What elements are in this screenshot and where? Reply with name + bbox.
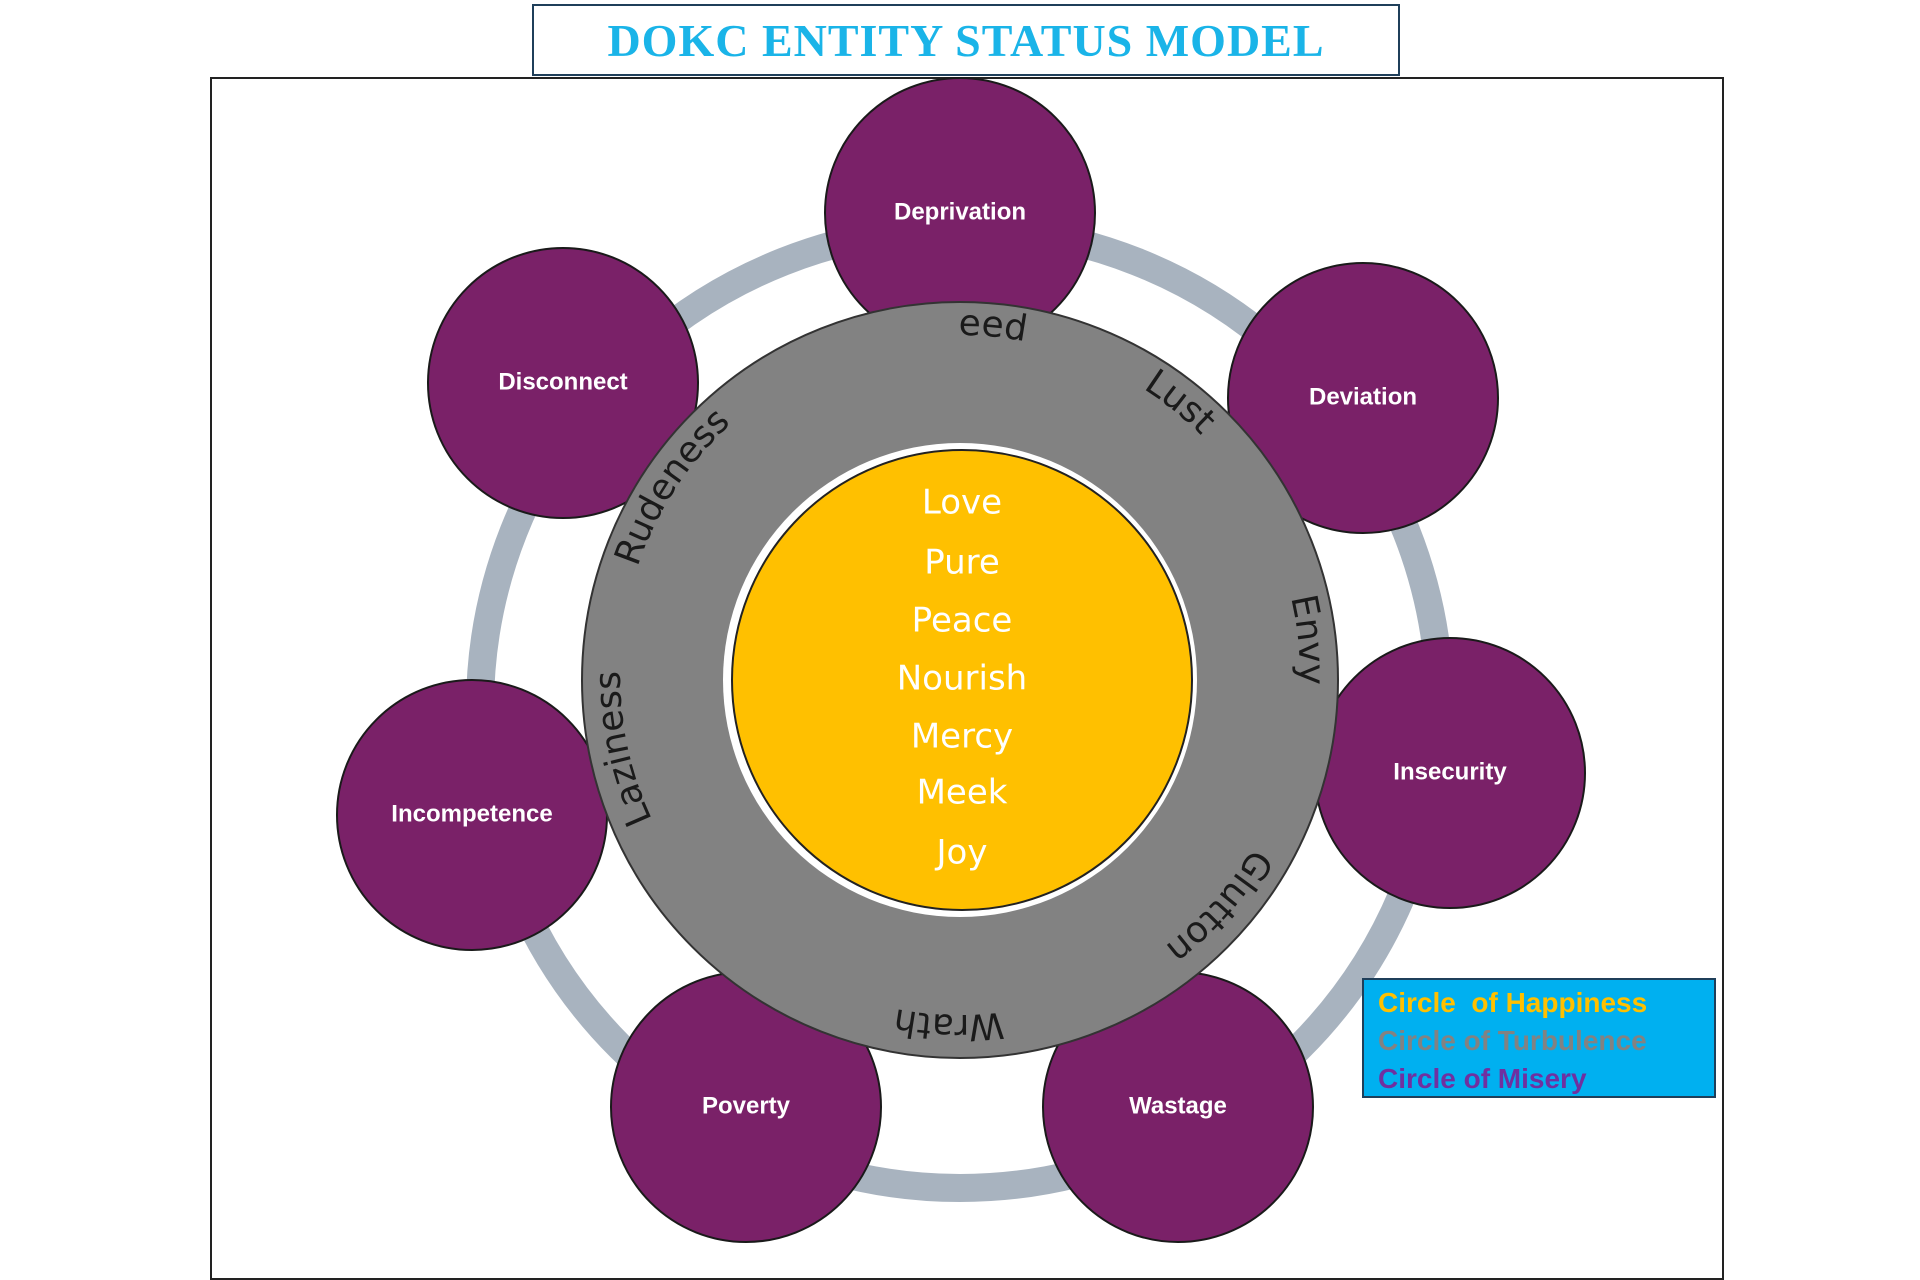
happiness-label: Love [922, 483, 1002, 523]
misery-circle: Deviation [1227, 262, 1499, 534]
happiness-label: Joy [935, 833, 988, 873]
legend-turbulence: Circle of Turbulence [1378, 1025, 1647, 1056]
misery-label: Deviation [1309, 383, 1417, 410]
legend-misery: Circle of Misery [1378, 1063, 1587, 1094]
happiness-label: Nourish [897, 659, 1027, 699]
happiness-label: Meek [917, 773, 1008, 813]
misery-label: Incompetence [391, 800, 552, 827]
misery-label: Wastage [1129, 1092, 1227, 1119]
happiness-label: Pure [924, 543, 1000, 583]
misery-circle: Disconnect [427, 247, 699, 519]
misery-label: Disconnect [498, 368, 627, 395]
happiness-circle [731, 449, 1193, 911]
misery-circle: Poverty [610, 971, 882, 1243]
misery-label: Insecurity [1393, 758, 1507, 785]
legend-happiness: Circle of Happiness [1378, 987, 1648, 1018]
misery-circle: Incompetence [336, 679, 608, 951]
misery-circle: Insecurity [1314, 637, 1586, 909]
turbulence-label: Wrath [891, 1000, 1006, 1047]
legend: Circle of Happiness Circle of Turbulence… [1362, 978, 1716, 1098]
diagram-title: DOKC ENTITY STATUS MODEL [607, 14, 1325, 66]
misery-circle: Deprivation [824, 77, 1096, 349]
happiness-label: Mercy [911, 717, 1013, 757]
title-box: DOKC ENTITY STATUS MODEL [532, 4, 1400, 76]
misery-label: Deprivation [894, 198, 1026, 225]
happiness-label: Peace [912, 601, 1013, 641]
misery-label: Poverty [702, 1092, 791, 1119]
